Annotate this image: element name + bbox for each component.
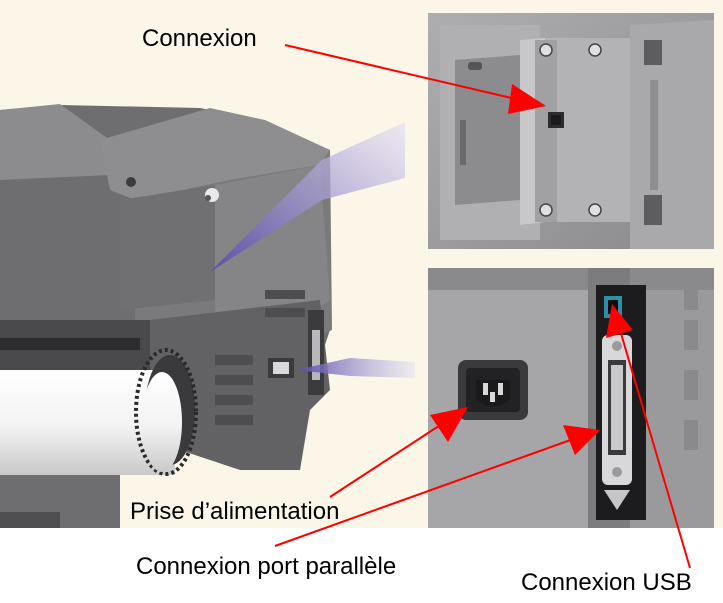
printer-illustration (0, 104, 332, 528)
network-card-detail (428, 13, 714, 249)
arrow-usb (606, 304, 691, 569)
rear-port-panel-detail (428, 268, 714, 528)
magnifier-beam-bottom (296, 358, 415, 378)
callout-connexion-usb: Connexion USB (521, 569, 692, 596)
callout-connexion: Connexion (142, 25, 257, 52)
magnifier-beam-top (210, 122, 405, 272)
arrow-power (329, 407, 468, 498)
callout-connexion-port-parallele: Connexion port parallèle (136, 553, 397, 580)
arrow-parallel (274, 425, 600, 547)
callout-prise-alimentation: Prise d’alimentation (130, 498, 340, 525)
paper-roll (0, 348, 198, 476)
red-callout-arrows (274, 44, 691, 569)
arrow-network (284, 44, 546, 114)
